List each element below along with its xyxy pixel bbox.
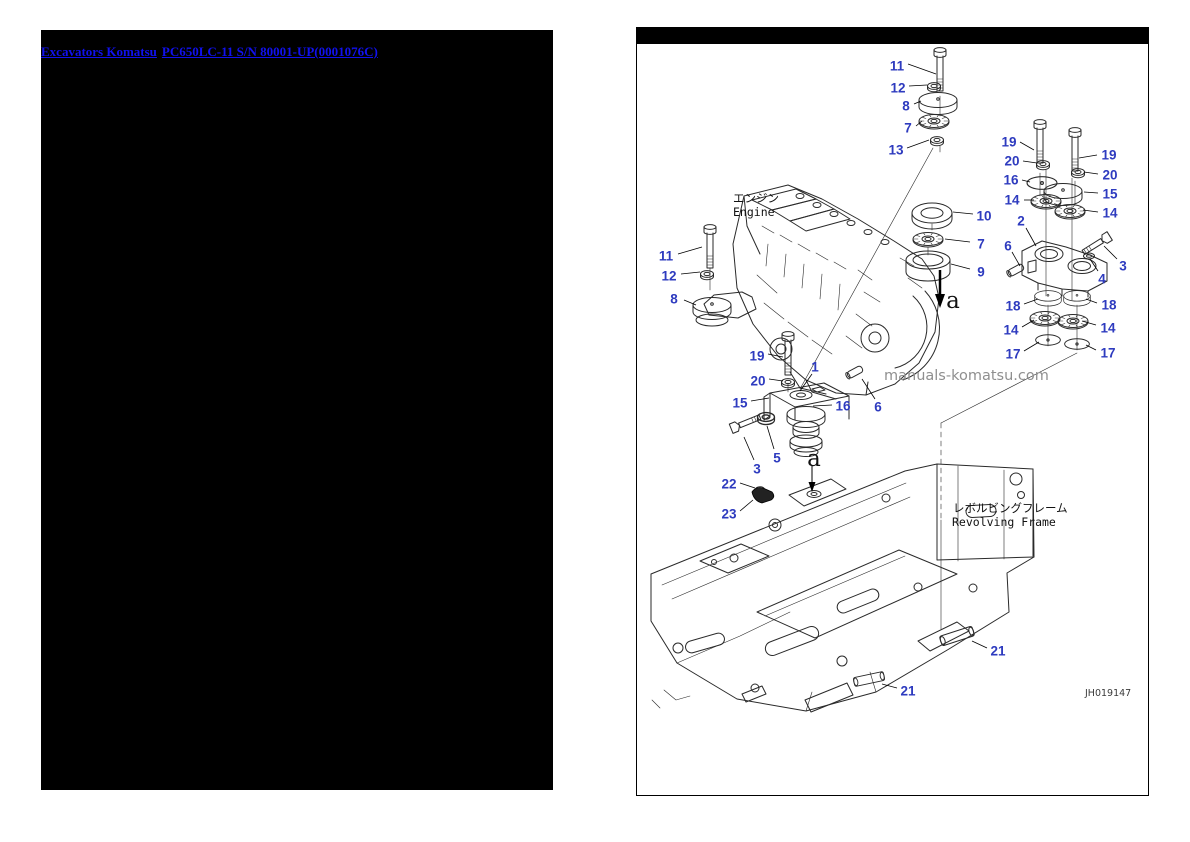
link-model-serial[interactable]: PC650LC-11 S/N 80001-UP(0001076C) [161, 44, 378, 59]
left-black-panel: Excavators Komatsu PC650LC-11 S/N 80001-U… [41, 30, 553, 790]
link-excavators-komatsu[interactable]: Excavators Komatsu [41, 44, 157, 59]
breadcrumb: Excavators Komatsu PC650LC-11 S/N 80001-U… [41, 44, 378, 60]
diagram-title-bar [637, 28, 1148, 44]
diagram-panel [636, 27, 1149, 796]
